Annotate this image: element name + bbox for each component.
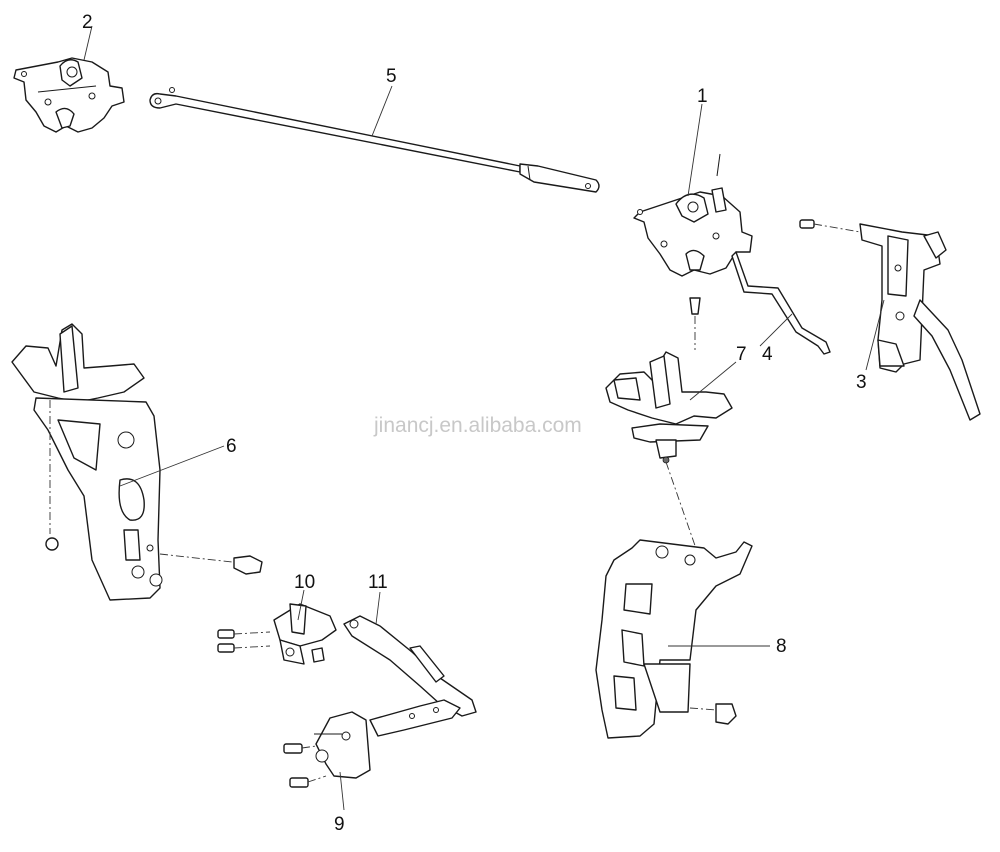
callout-4: 4 [762,344,773,365]
part-3-pedal [799,219,981,421]
callout-5: 5 [386,66,397,87]
callout-11: 11 [368,572,388,593]
part-10-bracket [217,603,337,665]
part-1-latch [633,153,753,277]
part-7-mount [605,297,733,561]
part-4-bent-rod [731,251,831,355]
part-11-arm [343,615,477,737]
watermark: jinancj.en.alibaba.com [373,414,582,437]
callout-1: 1 [697,86,708,107]
callout-6: 6 [226,436,237,457]
callout-10: 10 [294,572,315,593]
callout-9: 9 [334,814,345,835]
callout-3: 3 [856,372,867,393]
callout-2: 2 [82,12,93,33]
part-6-bracket [11,323,263,601]
part-9-plate [283,711,371,788]
callout-8: 8 [776,636,787,657]
part-8-bracket [595,539,753,739]
part-2-latch [13,57,125,133]
callout-7: 7 [736,344,747,365]
part-5-rod [149,87,600,193]
